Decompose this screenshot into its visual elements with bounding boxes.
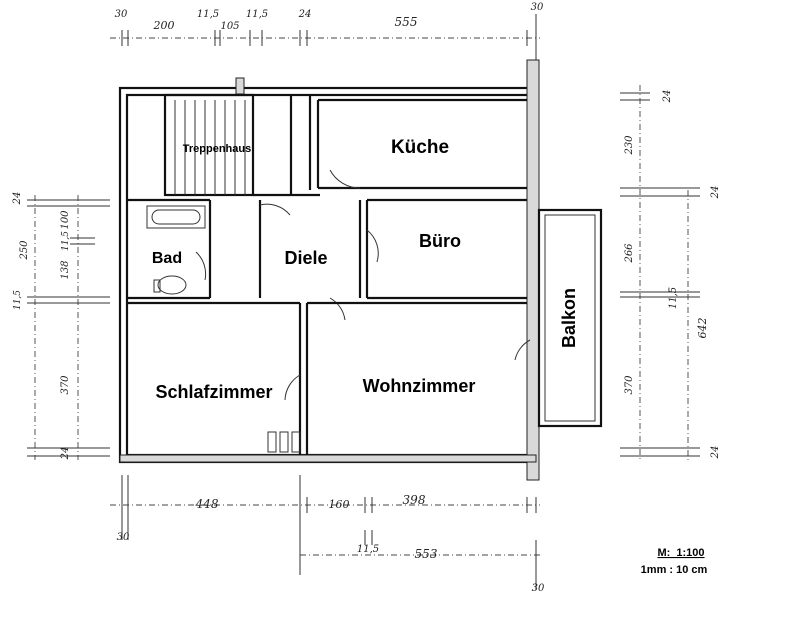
room-label-buero: Büro [419, 231, 461, 251]
room-label-treppenhaus: Treppenhaus [183, 143, 251, 155]
dim-bottom-30-right: 30 [532, 583, 545, 594]
staircase-steps [174, 100, 246, 195]
dim-left-24-bottom: 24 [60, 447, 71, 461]
scale-ratio: M: 1:100 [657, 547, 704, 559]
dim-bottom-553: 553 [415, 547, 438, 561]
dim-top-555: 555 [395, 15, 418, 29]
room-label-diele: Diele [284, 248, 327, 268]
dim-right-370: 370 [624, 375, 635, 395]
dimension-lines [27, 14, 700, 590]
dim-right-24-a: 24 [662, 90, 673, 104]
room-label-bad: Bad [152, 250, 182, 267]
dim-left-100: 100 [60, 210, 71, 230]
scale-legend: M: 1:100 1mm : 10 cm [641, 547, 708, 576]
dim-bottom-160: 160 [329, 498, 350, 511]
dimension-labels-bottom: 448 160 398 30 11,5 553 30 [117, 493, 545, 594]
walls [118, 59, 540, 481]
dim-left-24-top: 24 [12, 192, 23, 206]
dim-bottom-398: 398 [403, 493, 426, 507]
room-label-kueche: Küche [391, 137, 449, 158]
dim-top-30-right: 30 [531, 2, 544, 13]
dimension-labels-right: 24 230 24 266 11,5 370 24 642 [624, 90, 721, 460]
dim-right-230: 230 [624, 135, 635, 156]
dim-top-30-left: 30 [115, 9, 128, 20]
dim-top-11-5-b: 11,5 [246, 9, 268, 20]
dim-top-24: 24 [298, 9, 312, 20]
dim-right-642: 642 [696, 318, 709, 339]
dim-left-250: 250 [19, 240, 30, 261]
dim-left-370: 370 [60, 375, 71, 395]
dimension-labels-left: 24 100 11,5 250 138 11,5 370 24 [12, 192, 71, 461]
balcony [537, 208, 603, 428]
dim-right-11-5: 11,5 [668, 287, 679, 309]
dim-bottom-11-5: 11,5 [357, 544, 379, 555]
room-label-wohnzimmer: Wohnzimmer [363, 376, 476, 396]
dim-top-11-5-a: 11,5 [197, 9, 219, 20]
dim-bottom-30-left: 30 [117, 532, 130, 543]
scale-legend-text: 1mm : 10 cm [641, 564, 708, 576]
room-label-balkon: Balkon [559, 288, 579, 348]
dim-left-11-5-b: 11,5 [13, 290, 23, 310]
dim-top-200: 200 [153, 19, 175, 32]
dim-bottom-448: 448 [195, 497, 219, 511]
dim-right-24-c: 24 [710, 446, 721, 460]
dim-left-138: 138 [60, 260, 71, 279]
dim-right-24-b: 24 [710, 186, 721, 200]
dim-left-11-5-a: 11,5 [61, 231, 71, 251]
dim-top-105: 105 [220, 21, 239, 32]
dim-right-266: 266 [624, 243, 635, 264]
dimension-labels-top: 30 200 11,5 105 11,5 24 555 30 [115, 2, 544, 32]
room-label-schlafzimmer: Schlafzimmer [155, 382, 272, 402]
